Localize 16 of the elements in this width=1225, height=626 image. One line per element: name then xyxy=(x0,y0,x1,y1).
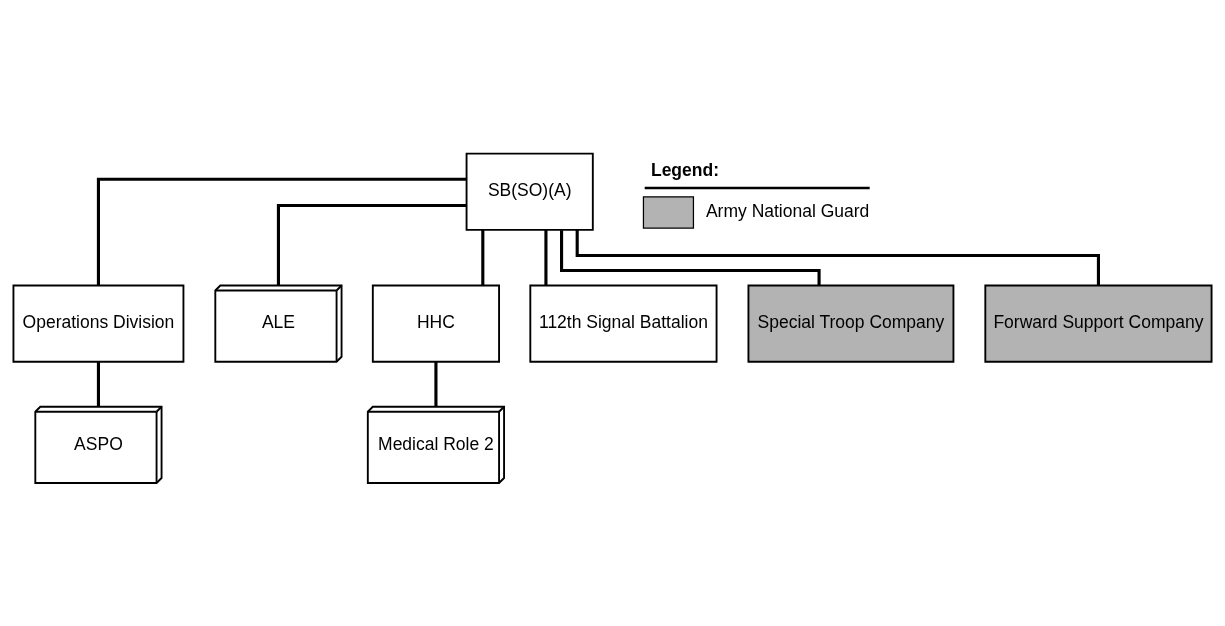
node-box: 112th Signal Battalion xyxy=(529,284,718,363)
node-box: HHC xyxy=(371,284,500,363)
connector xyxy=(276,203,467,286)
connector xyxy=(481,229,485,286)
node-box: Operations Division xyxy=(12,284,185,363)
node-box: SB(SO)(A) xyxy=(465,152,594,231)
legend-label: Army National Guard xyxy=(705,201,870,221)
connector xyxy=(560,230,821,285)
connector xyxy=(96,362,100,407)
node-box: Special Troop Company xyxy=(747,284,955,363)
label: Legend: xyxy=(650,159,719,180)
connector xyxy=(434,362,438,407)
connector xyxy=(96,177,467,286)
connector xyxy=(575,229,1100,286)
connector xyxy=(544,229,548,286)
node-box: Forward Support Company xyxy=(984,284,1213,363)
